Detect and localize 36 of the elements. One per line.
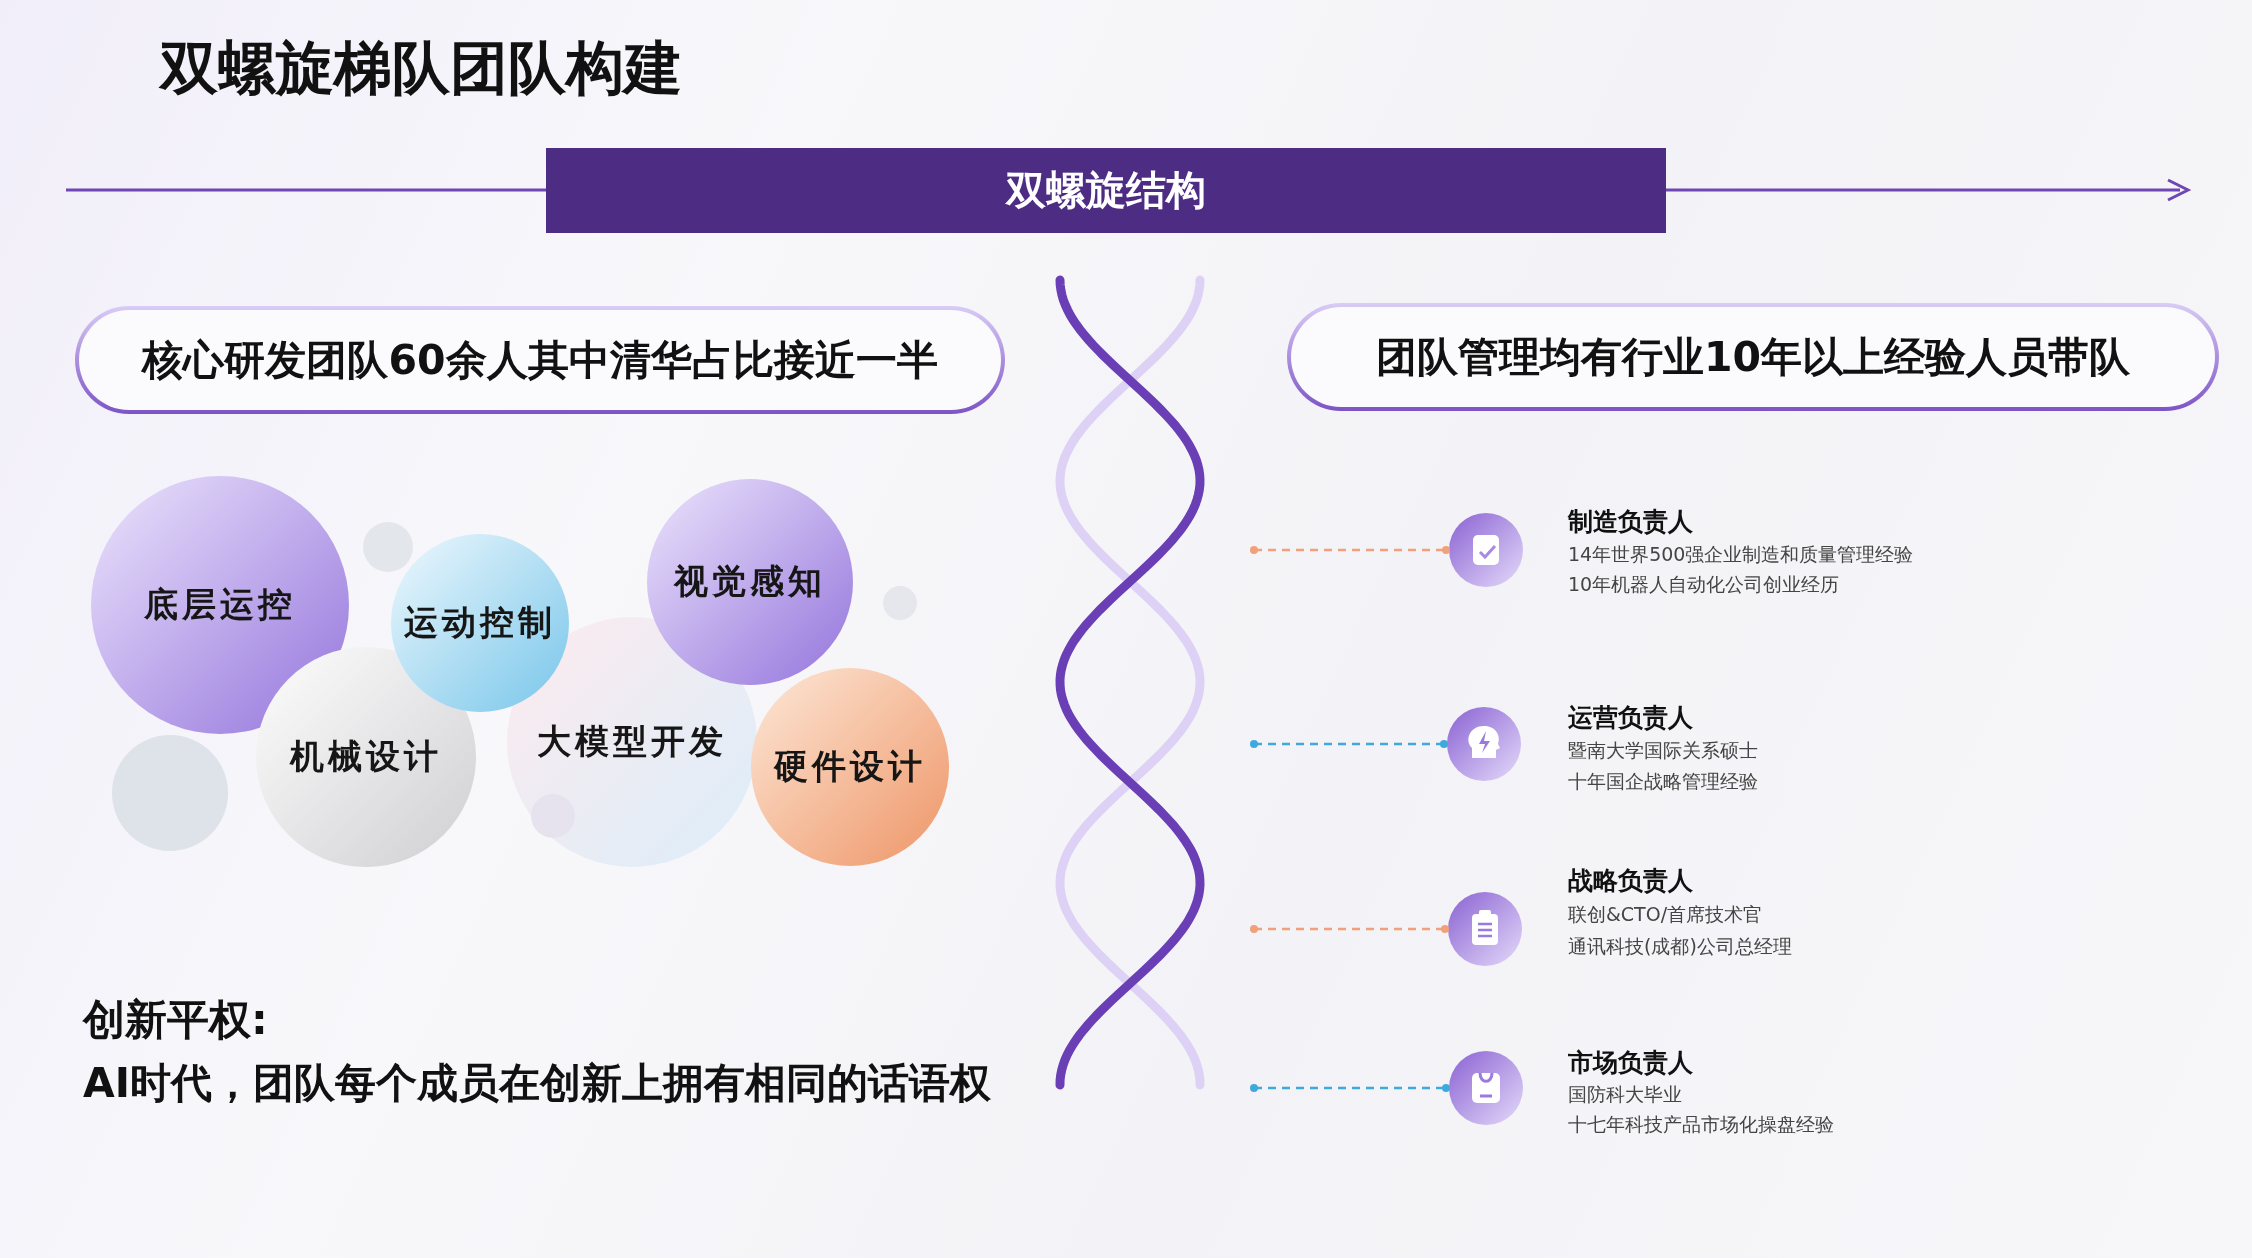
dotted-connector (1250, 740, 1448, 748)
dotted-connector (1250, 1084, 1450, 1092)
role-description: 联创&CTO/首席技术官 (1568, 902, 1763, 927)
role-description: 十年国企战略管理经验 (1568, 769, 1758, 794)
page-title: 双螺旋梯队团队构建 (160, 33, 682, 104)
role-description: 十七年科技产品市场化操盘经验 (1568, 1112, 1834, 1137)
bubble-label: 大模型开发 (537, 720, 727, 763)
banner-title: 双螺旋结构 (1006, 166, 1206, 215)
heading-text: 团队管理均有行业10年以上经验人员带队 (1375, 331, 2131, 383)
skill-bubble (256, 647, 476, 867)
dotted-connector (1250, 925, 1449, 933)
note-text: AI时代，团队每个成员在创新上拥有相同的话语权 (83, 1058, 991, 1109)
role-heading: 制造负责人 (1568, 506, 1693, 538)
role-heading: 运营负责人 (1568, 702, 1693, 734)
bubble-label: 机械设计 (290, 735, 442, 778)
role-description: 国防科大毕业 (1568, 1082, 1682, 1107)
skill-bubble (91, 476, 349, 734)
skill-bubble (751, 668, 949, 866)
role-heading: 战略负责人 (1568, 865, 1693, 897)
skill-bubble (391, 534, 569, 712)
bubble-label: 运动控制 (404, 601, 556, 644)
skill-bubble (647, 479, 853, 685)
bubble-label: 底层运控 (144, 583, 296, 626)
role-heading: 市场负责人 (1568, 1047, 1693, 1079)
title-banner (546, 148, 1666, 233)
decorative-circle (112, 735, 228, 851)
role-description: 暨南大学国际关系硕士 (1568, 738, 1758, 763)
decorative-circle (363, 522, 413, 572)
heading-text: 核心研发团队60余人其中清华占比接近一半 (142, 334, 938, 386)
dotted-connector (1250, 546, 1450, 554)
role-description: 10年机器人自动化公司创业经历 (1568, 572, 1840, 597)
role-description: 14年世界500强企业制造和质量管理经验 (1568, 542, 1914, 567)
role-description: 通讯科技(成都)公司总经理 (1568, 934, 1792, 959)
bubble-label: 视觉感知 (674, 560, 826, 603)
bubble-label: 硬件设计 (774, 745, 926, 788)
note-heading: 创新平权: (83, 994, 268, 1046)
